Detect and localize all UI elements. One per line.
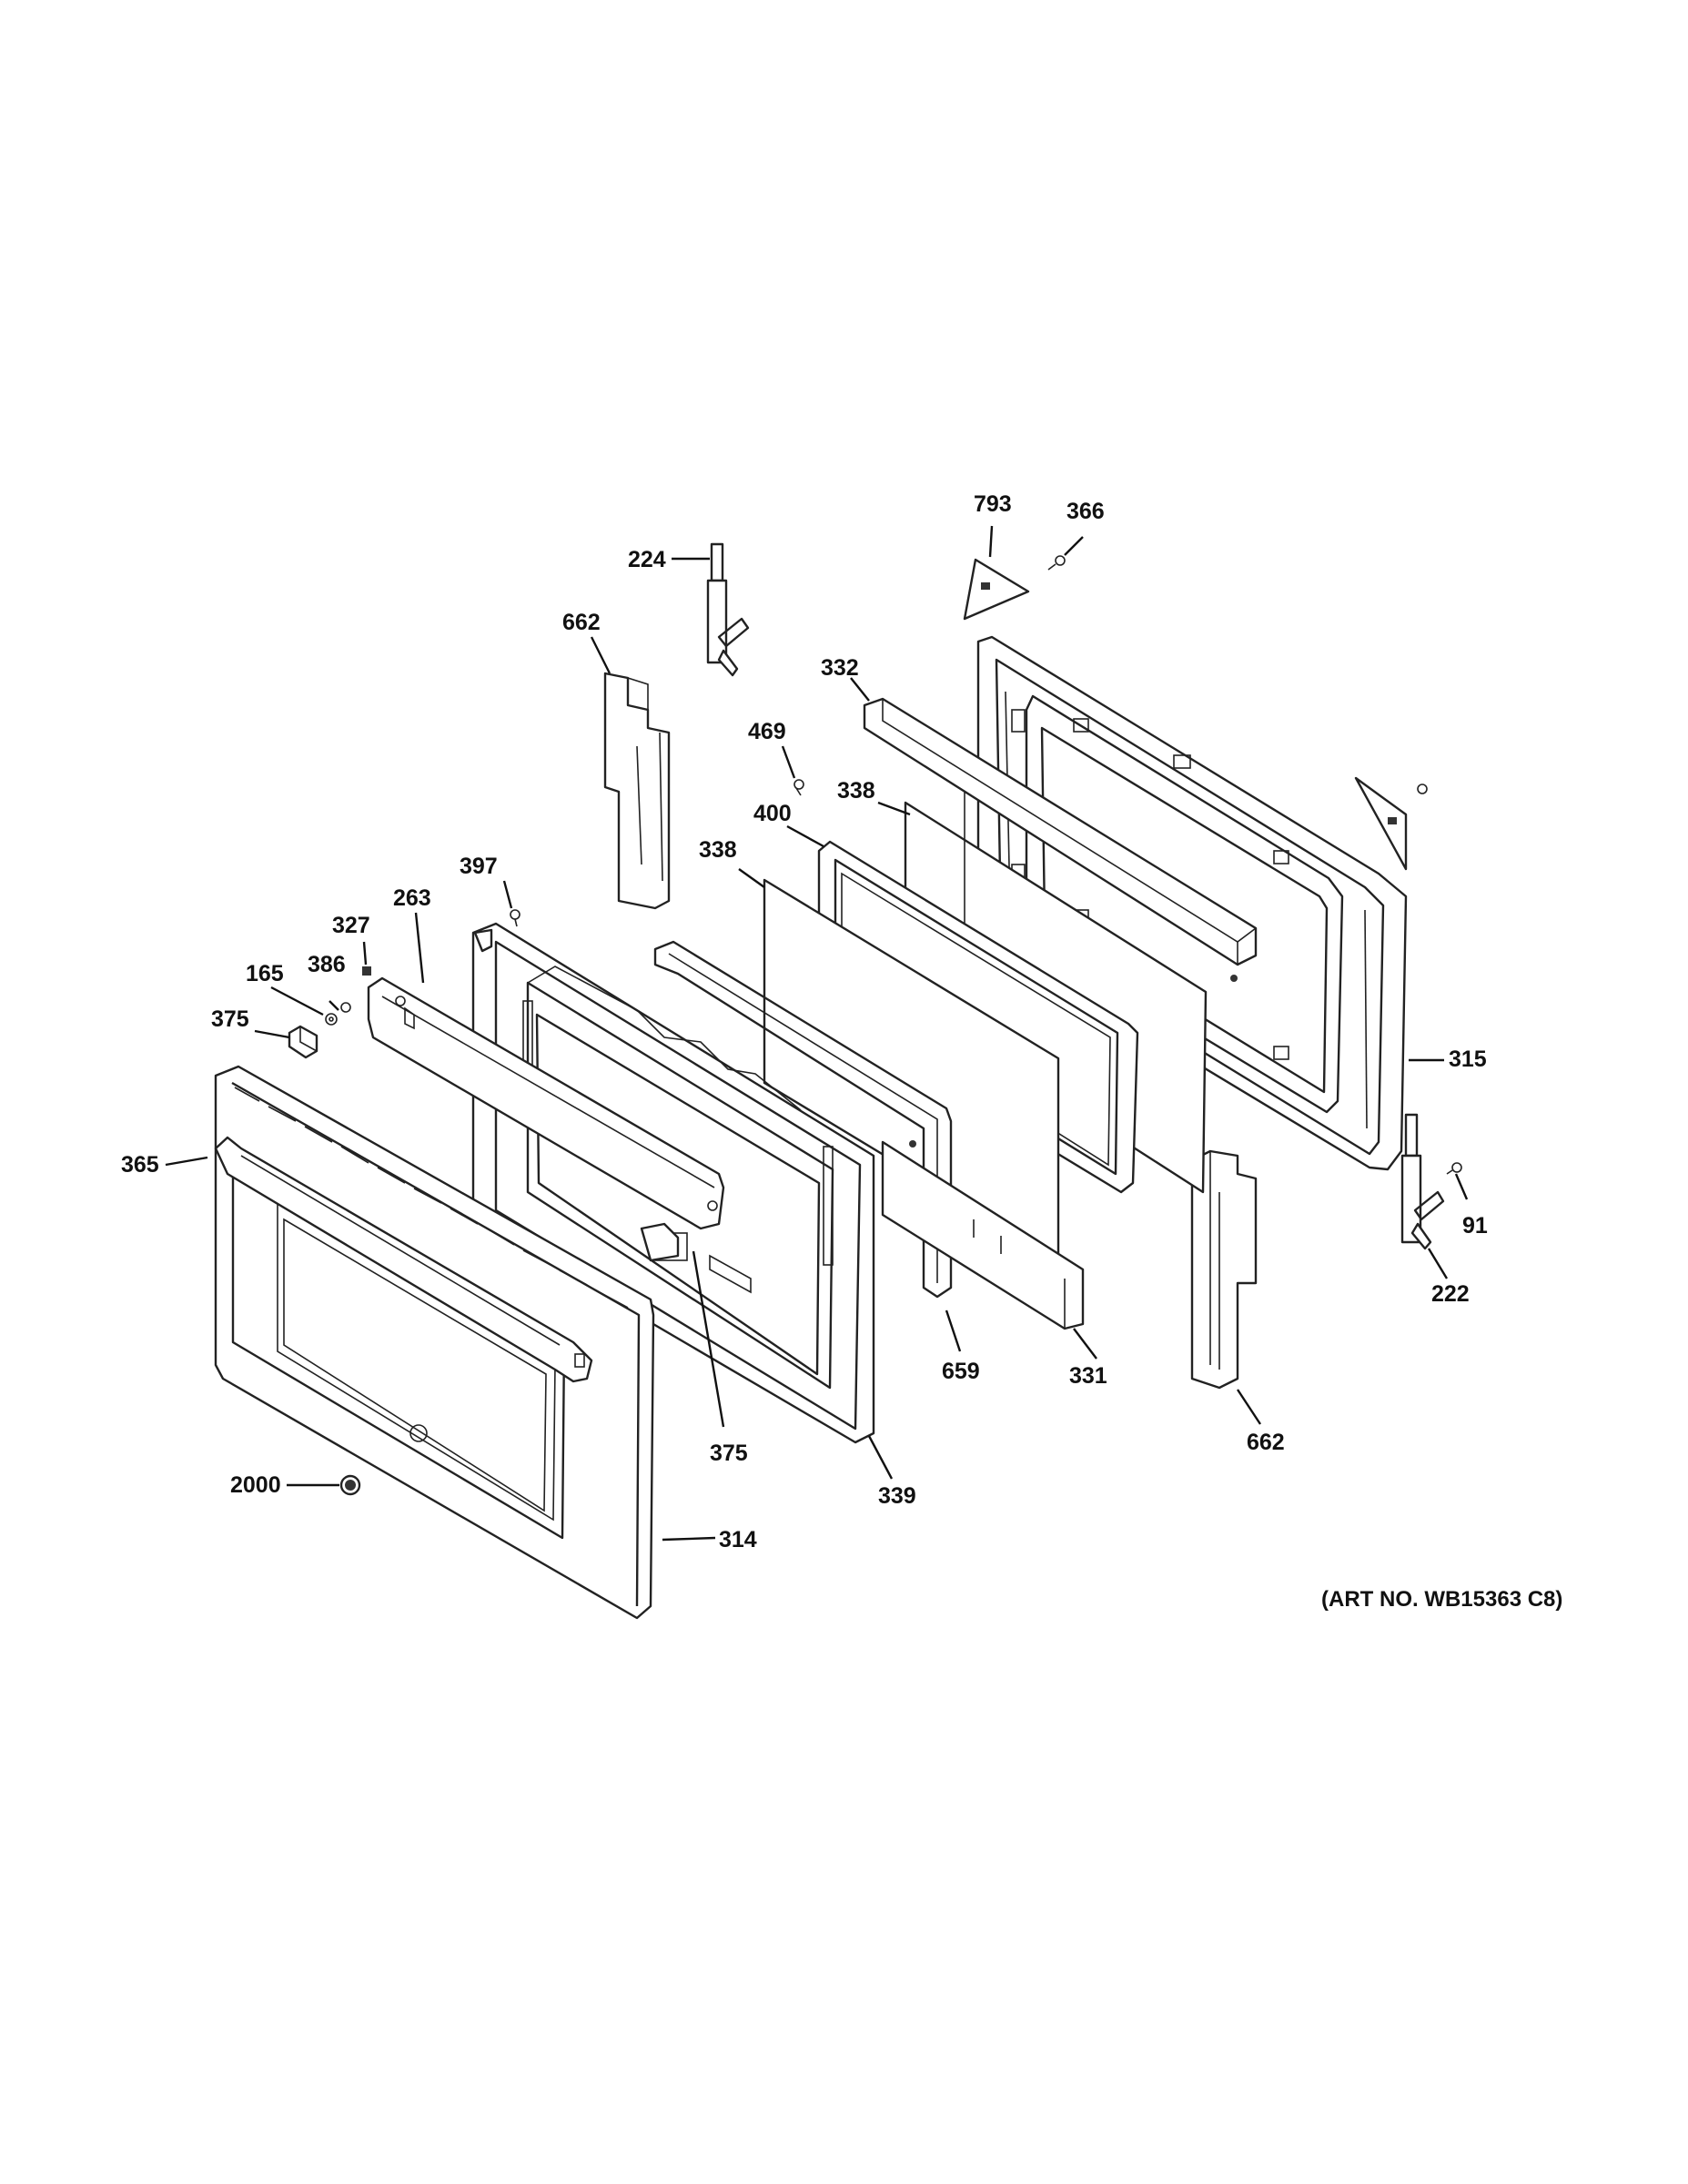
label-793: 793 (974, 491, 1012, 517)
label-400: 400 (753, 801, 792, 826)
label-338-rear: 338 (837, 778, 875, 804)
bracket-375-right (640, 1222, 680, 1262)
label-314: 314 (719, 1527, 757, 1552)
label-386: 386 (308, 952, 346, 977)
label-165: 165 (246, 961, 284, 986)
vent-slots (234, 1087, 629, 1309)
label-375-right: 375 (710, 1441, 748, 1466)
insulation-332 (863, 697, 1258, 966)
label-91: 91 (1462, 1213, 1488, 1239)
label-366: 366 (1066, 499, 1105, 524)
label-397: 397 (460, 854, 498, 879)
screw-397 (510, 909, 521, 927)
screw-91 (1446, 1162, 1462, 1175)
insulation-662-bottom (1190, 1149, 1258, 1390)
label-339: 339 (878, 1483, 916, 1509)
label-263: 263 (393, 885, 431, 911)
label-375-left: 375 (211, 1006, 249, 1032)
label-327: 327 (332, 913, 370, 938)
label-315: 315 (1449, 1046, 1487, 1072)
label-222: 222 (1431, 1281, 1470, 1307)
hinge-224 (706, 542, 750, 677)
screw-366 (1047, 555, 1066, 571)
door-logo-emblem (409, 1424, 428, 1442)
heat-shield-793 (963, 558, 1030, 621)
leader-lines (165, 525, 1469, 1542)
label-332: 332 (821, 655, 859, 681)
callout-labels: 793 366 224 662 332 469 338 400 338 397 … (121, 491, 1562, 1612)
label-338-front: 338 (699, 837, 737, 863)
hinge-222 (1400, 1113, 1445, 1250)
badge-2000 (339, 1474, 361, 1496)
label-331: 331 (1069, 1363, 1107, 1389)
art-number: (ART NO. WB15363 C8) (1321, 1587, 1562, 1612)
screw-469 (793, 779, 804, 796)
handle-365 (214, 1136, 593, 1383)
clip-327 (362, 966, 371, 976)
heat-shield-right (1354, 776, 1428, 871)
label-365: 365 (121, 1152, 159, 1178)
bracket-375-left (288, 1025, 318, 1059)
nut-165 (325, 1013, 338, 1026)
label-224: 224 (628, 547, 666, 572)
spacer-386 (340, 1002, 351, 1013)
reinforcement-263 (367, 976, 725, 1230)
insulation-662-top (603, 672, 671, 910)
label-662-top: 662 (562, 610, 601, 635)
label-659: 659 (942, 1359, 980, 1384)
label-469: 469 (748, 719, 786, 744)
label-2000: 2000 (230, 1472, 281, 1498)
insulation-331 (881, 1140, 1085, 1330)
label-662-bottom: 662 (1247, 1430, 1285, 1455)
door-bracket-strip (473, 928, 493, 953)
